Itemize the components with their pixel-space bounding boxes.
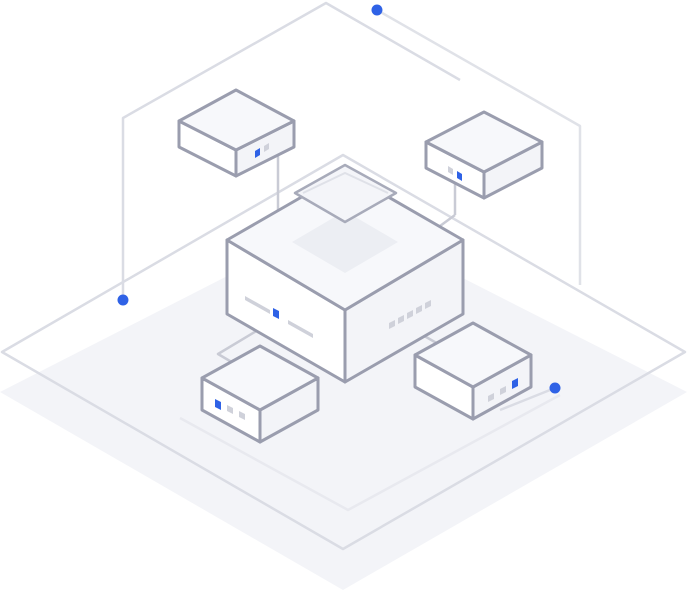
node-bottom-right [413, 321, 533, 421]
node-bottom-left-led-icon [215, 399, 221, 410]
node-top-right-port [448, 166, 453, 175]
node-bottom-left [200, 344, 320, 444]
central-server-top-inset [292, 211, 398, 273]
node-top-right [424, 110, 544, 200]
central-server-port-5 [425, 300, 431, 309]
central-server-port-1 [389, 320, 395, 329]
node-bottom-right-port-1 [488, 393, 494, 402]
node-top-left-port [264, 143, 269, 152]
connector-dot-left [117, 294, 129, 306]
central-server-slot-1 [245, 296, 270, 314]
central-server-led-icon [273, 308, 279, 319]
node-top-left [177, 88, 296, 178]
back-frame-left [121, 1, 461, 300]
central-server-port-4 [416, 305, 422, 314]
node-bottom-right-led-icon [512, 378, 518, 389]
central-server-slot-2 [288, 320, 313, 338]
connector-dot-top [371, 4, 383, 16]
node-bottom-left-top-face [200, 344, 320, 412]
node-top-left-top-face [177, 88, 296, 152]
central-server-port-3 [407, 310, 413, 319]
back-frame-right [376, 8, 582, 285]
platform-inner-line [179, 393, 561, 512]
central-server-lid [293, 163, 398, 224]
central-server [225, 163, 465, 384]
connector-dot-right [549, 382, 561, 394]
central-server-port-2 [398, 315, 404, 324]
node-top-right-led-icon [457, 171, 462, 181]
floor-shadow [0, 217, 687, 590]
platform-outline [0, 153, 687, 551]
node-bottom-right-top-face [413, 321, 533, 389]
node-bottom-right-port-2 [500, 386, 506, 395]
wire-bottom-right-dot [499, 386, 556, 412]
node-bottom-left-port-2 [239, 411, 245, 420]
node-bottom-left-port-1 [227, 405, 233, 414]
node-top-left-led-icon [255, 148, 260, 158]
wire-top-right-bend [439, 213, 456, 228]
central-server-lid-inner [302, 171, 389, 194]
node-top-right-top-face [424, 110, 544, 174]
